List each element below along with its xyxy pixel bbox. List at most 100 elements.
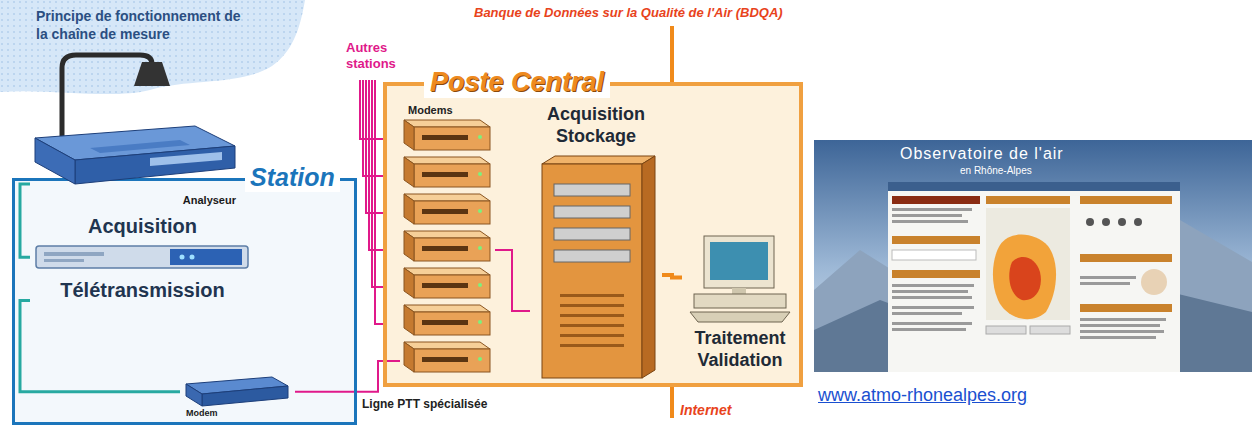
website-screenshot xyxy=(1086,218,1094,226)
modem-rack-drawing xyxy=(414,127,490,150)
box-fill xyxy=(383,82,803,387)
server-tower-drawing xyxy=(554,228,630,240)
server-tower-drawing xyxy=(560,324,624,327)
device-title: Traitement Validation xyxy=(682,328,798,371)
website-screenshot xyxy=(888,182,1180,372)
website-screenshot xyxy=(892,208,972,211)
modem-rack-drawing xyxy=(404,231,414,261)
website-screenshot xyxy=(892,214,962,217)
modem-rack-drawing xyxy=(404,305,490,312)
central-heading: Poste Central xyxy=(424,67,610,98)
cable-line xyxy=(20,184,30,257)
acquisition-device-drawing xyxy=(180,255,185,260)
modem-rack-drawing xyxy=(422,172,468,177)
modem-rack-drawing xyxy=(478,320,482,324)
modem-rack-drawing xyxy=(422,209,468,214)
modem-device: Modem xyxy=(180,372,295,418)
website-screenshot xyxy=(1080,304,1172,312)
site-subtitle: en Rhône-Alpes xyxy=(960,165,1032,176)
database-label: Banque de Données sur la Qualité de l'Ai… xyxy=(474,5,783,20)
website-screenshot xyxy=(1134,218,1142,226)
acquisition-device-drawing xyxy=(44,259,84,262)
acquisition-device-drawing xyxy=(44,252,104,256)
website-screenshot xyxy=(892,296,972,299)
website-screenshot xyxy=(1141,269,1167,295)
modem-rack-drawing xyxy=(422,320,468,325)
server-tower-drawing xyxy=(554,184,630,196)
website-screenshot xyxy=(986,196,1070,204)
network-line xyxy=(662,275,682,277)
modem-rack-drawing xyxy=(404,194,490,201)
lamp-post xyxy=(62,55,170,136)
modem-rack-drawing xyxy=(414,275,490,298)
website-screenshot xyxy=(1118,218,1126,226)
analyser-device-drawing xyxy=(150,152,222,166)
modem-rack: Modems xyxy=(400,104,495,376)
device-label: Modems xyxy=(408,104,453,116)
server-tower-drawing xyxy=(560,294,624,297)
modem-rack-drawing xyxy=(404,342,490,349)
line-label: Ligne PTT spécialisée xyxy=(362,397,487,411)
modem-rack-drawing xyxy=(422,246,468,251)
device-label: Analyseur xyxy=(183,194,236,206)
modem-rack-drawing xyxy=(404,157,490,164)
modem-rack-drawing xyxy=(478,246,482,250)
modem-rack-drawing xyxy=(422,283,468,288)
modem-rack-drawing xyxy=(404,268,414,298)
website-screenshot xyxy=(986,208,1070,320)
website-screenshot xyxy=(892,306,974,309)
internet-label: Internet xyxy=(680,402,731,418)
server-tower-drawing xyxy=(560,334,624,337)
website-screenshot xyxy=(1080,318,1166,321)
line-label: Autres stations xyxy=(346,40,408,71)
workstation-drawing xyxy=(732,288,746,294)
server-tower-drawing xyxy=(542,156,655,164)
modem-rack-drawing xyxy=(404,305,414,335)
website-screenshot xyxy=(1080,196,1172,204)
diagram-title: Principe de fonctionnement de la chaîne … xyxy=(36,8,241,43)
website-screenshot xyxy=(1009,257,1041,300)
modem-rack-drawing xyxy=(478,209,482,213)
modem-rack-drawing xyxy=(404,157,414,187)
website-screenshot xyxy=(892,284,974,287)
website-screenshot xyxy=(1102,218,1110,226)
modem-rack-drawing xyxy=(404,342,414,372)
modem-rack-drawing xyxy=(422,357,468,362)
website-screenshot xyxy=(1030,326,1070,334)
central-station-box: Poste CentralModemsAcquisition StockageT… xyxy=(383,82,803,387)
modem-rack-drawing xyxy=(404,120,490,127)
website-screenshot xyxy=(892,328,966,331)
server-tower-drawing xyxy=(554,250,630,262)
workstation: Traitement Validation xyxy=(682,232,798,384)
website-screenshot xyxy=(1080,336,1156,339)
analyser-device-drawing xyxy=(90,140,190,153)
modem-rack-drawing xyxy=(422,135,468,140)
acquisition-device-drawing xyxy=(170,249,242,265)
modem-rack-drawing xyxy=(400,104,495,376)
lamp-post xyxy=(62,55,152,136)
workstation-drawing xyxy=(694,294,786,308)
station-box: StationAnalyseurAcquisitionTélétransmiss… xyxy=(12,178,357,425)
server-tower: Acquisition Stockage xyxy=(530,104,662,380)
modem-rack-drawing xyxy=(414,164,490,187)
modem-rack-drawing xyxy=(414,201,490,224)
website-screenshot xyxy=(892,196,980,204)
server-tower-drawing xyxy=(560,344,624,347)
website-screenshot xyxy=(1080,254,1172,262)
workstation-drawing xyxy=(710,242,768,280)
website-link: www.atmo-rhonealpes.org xyxy=(818,385,1027,406)
data-line xyxy=(495,250,530,311)
analyser-device-drawing xyxy=(35,138,75,184)
modem-rack-drawing xyxy=(404,120,414,150)
server-tower-drawing xyxy=(554,206,630,218)
website-screenshot xyxy=(888,182,1180,191)
server-tower-drawing xyxy=(560,314,624,317)
modem-rack-drawing xyxy=(414,312,490,335)
modem-rack-drawing xyxy=(404,194,414,224)
modem-rack-drawing xyxy=(478,357,482,361)
title-cloud xyxy=(0,0,305,94)
title-cloud xyxy=(0,0,305,94)
modem-rack-drawing xyxy=(404,231,490,238)
website-screenshot xyxy=(892,236,980,244)
modem-device-drawing xyxy=(186,384,202,406)
